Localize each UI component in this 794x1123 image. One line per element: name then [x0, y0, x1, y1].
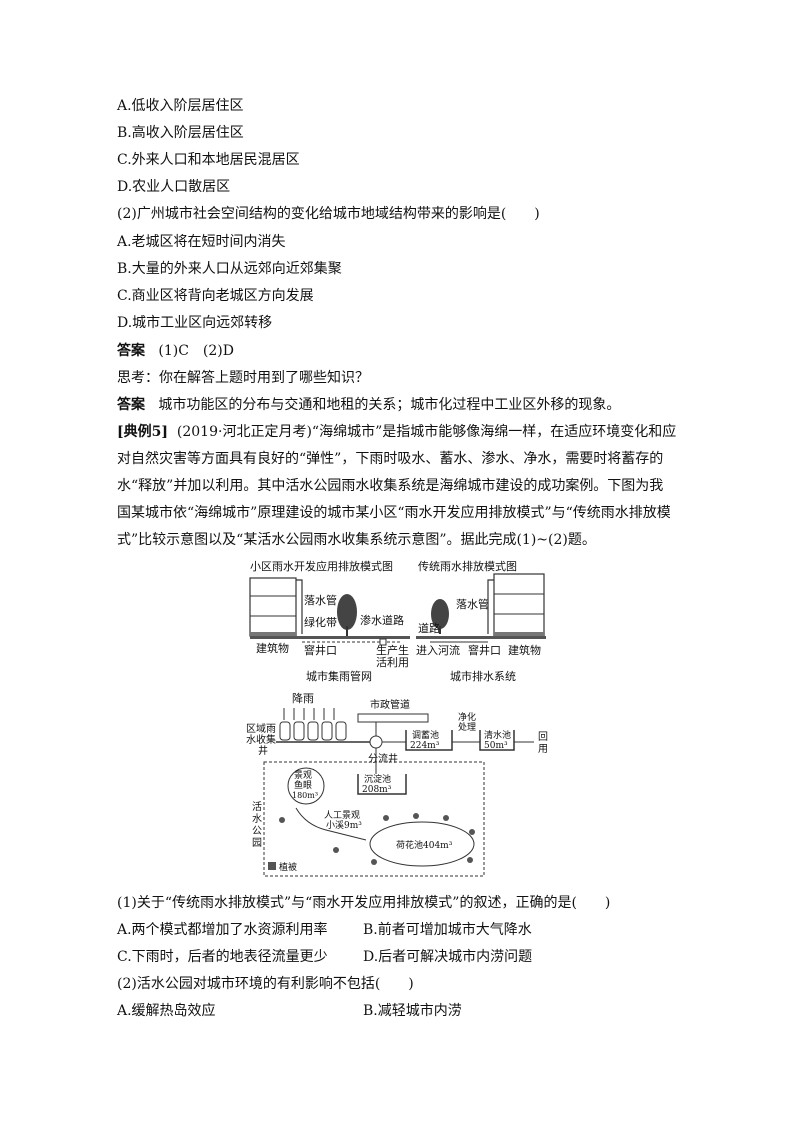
- question-3-stem: (1)关于“传统雨水排放模式”与“雨水开发应用排放模式”的叙述，正确的是( ): [117, 895, 611, 911]
- left-diagram-title: 小区雨水开发应用排放模式图: [250, 559, 393, 573]
- answer-line-2: 答案 城市功能区的分布与交通和地租的关系；城市化过程中工业区外移的现象。: [117, 395, 620, 415]
- q3-option-d: D.后者可解决城市内涝问题: [363, 949, 533, 965]
- collect-label-2: 水收集: [246, 733, 276, 746]
- sediment-label: 沉淀池: [364, 773, 391, 785]
- left-road-label: 渗水道路: [360, 613, 404, 627]
- stream-path: [295, 807, 367, 841]
- right-building-label: 建筑物: [508, 643, 541, 657]
- legend-label: 植被: [279, 861, 297, 873]
- drainage-comparison-diagram: 小区雨水开发应用排放模式图 落水管 绿化带 渗水道路 建筑物 窨井口 生产生 活…: [249, 559, 546, 683]
- purify-label-1: 净化: [458, 711, 476, 723]
- answer-label: 答案: [117, 343, 145, 359]
- right-downpipe: [487, 579, 494, 634]
- q3-option-b: B.前者可增加城市大气降水: [363, 922, 532, 938]
- left-well-label: 窨井口: [304, 643, 337, 657]
- think-prompt: 思考：你在解答上题时用到了哪些知识？: [117, 370, 369, 386]
- right-building: [493, 573, 545, 637]
- rainwater-collection-diagram: 降雨 区域雨 水收集 井 市政管道 分流井 调蓄池 224m³ 净化 处理 清水…: [246, 691, 548, 877]
- collect-label-1: 区域雨: [246, 722, 276, 735]
- purify-label-2: 处理: [458, 721, 476, 733]
- q4-option-b: B.减轻城市内涝: [363, 1003, 462, 1019]
- sediment-volume: 208m³: [362, 785, 392, 795]
- answer-label-2: 答案: [117, 397, 145, 413]
- fish-label-2: 鱼眼: [294, 779, 312, 791]
- q2-option-d: D.城市工业区向远郊转移: [117, 315, 273, 331]
- regulate-volume: 224m³: [410, 741, 440, 751]
- reuse-label-1: 回: [538, 731, 548, 743]
- fish-label-3: 180m³: [292, 791, 318, 800]
- option-c: C.外来人口和本地居民混居区: [117, 152, 300, 168]
- left-downpipe: [296, 579, 303, 634]
- right-road-label: 道路: [418, 621, 440, 635]
- q2-option-a: A.老城区将在短时间内消失: [117, 234, 286, 250]
- vegetation-marks: [279, 813, 475, 865]
- stream-label-1: 人工景观: [324, 810, 360, 821]
- lotus-pond: [369, 821, 475, 867]
- clear-pool: [479, 730, 515, 751]
- q4-option-a: A.缓解热岛效应: [117, 1003, 216, 1019]
- left-building-base: [250, 632, 296, 636]
- answer-text: (1)C (2)D: [158, 343, 234, 359]
- fish-eye-pond: [287, 767, 325, 805]
- example-tag: [典例5]: [117, 424, 168, 440]
- question-2-stem: (2)广州城市社会空间结构的变化给城市地域结构带来的影响是( ): [117, 206, 540, 222]
- park-label-1: 活: [252, 801, 262, 813]
- clear-label: 清水池: [484, 729, 511, 741]
- left-green-label: 绿化带: [304, 615, 337, 629]
- rain-label: 降雨: [292, 691, 314, 705]
- question-4-stem: (2)活水公园对城市环境的有利影响不包括( ): [117, 976, 414, 992]
- right-tree-icon: [431, 599, 449, 629]
- q2-option-b: B.大量的外来人口从远郊向近郊集聚: [117, 261, 342, 277]
- right-diagram-title: 传统雨水排放模式图: [418, 559, 517, 573]
- answer-text-2: 城市功能区的分布与交通和地租的关系；城市化过程中工业区外移的现象。: [158, 397, 621, 413]
- collect-label-3: 井: [258, 744, 268, 757]
- lotus-label: 荷花池404m³: [396, 839, 453, 851]
- sediment-pool: [357, 774, 407, 795]
- option-b: B.高收入阶层居住区: [117, 125, 244, 141]
- right-river-label: 进入河流: [416, 643, 460, 657]
- reuse-label-2: 用: [538, 744, 548, 755]
- q3-option-a: A.两个模式都增加了水资源利用率: [117, 922, 328, 938]
- right-ground: [416, 636, 546, 639]
- left-use-label-1: 生产生: [376, 643, 409, 657]
- park-label-4: 园: [252, 837, 262, 849]
- regulate-pool: [405, 730, 453, 751]
- park-label-2: 水: [252, 813, 262, 825]
- q2-option-c: C.商业区将背向老城区方向发展: [117, 288, 314, 304]
- left-building-label: 建筑物: [256, 641, 289, 655]
- stream-label-2: 小溪9m³: [326, 819, 362, 831]
- divert-well-icon: [369, 735, 383, 749]
- option-d: D.农业人口散居区: [117, 179, 231, 195]
- example-text: (2019·河北正定月考)“海绵城市”是指城市能够像海绵一样，在适应环境变化和应…: [117, 424, 677, 548]
- example-paragraph: [典例5] (2019·河北正定月考)“海绵城市”是指城市能够像海绵一样，在适应…: [117, 419, 677, 554]
- answer-line: 答案 (1)C (2)D: [117, 341, 234, 361]
- legend-swatch: [268, 862, 276, 870]
- left-use-label-2: 活利用: [376, 656, 409, 669]
- right-pipe-label: 落水管: [456, 597, 489, 611]
- left-building: [249, 577, 297, 637]
- clear-volume: 50m³: [484, 741, 508, 751]
- park-label-3: 公: [252, 826, 262, 837]
- fish-label-1: 景观: [294, 770, 312, 781]
- left-tree-icon: [337, 594, 357, 630]
- divert-label: 分流井: [368, 752, 398, 765]
- option-a: A.低收入阶层居住区: [117, 98, 244, 114]
- left-ground: [250, 636, 410, 639]
- left-pipe-label: 落水管: [304, 593, 337, 607]
- municipal-pipe: [357, 713, 429, 723]
- municipal-label: 市政管道: [370, 698, 410, 711]
- right-well-label: 窨井口: [468, 643, 501, 657]
- regulate-label: 调蓄池: [412, 729, 439, 741]
- park-boundary: [263, 761, 485, 877]
- left-caption: 城市集雨管网: [306, 669, 372, 683]
- right-caption: 城市排水系统: [450, 669, 516, 683]
- q3-option-c: C.下雨时，后者的地表径流量更少: [117, 949, 328, 965]
